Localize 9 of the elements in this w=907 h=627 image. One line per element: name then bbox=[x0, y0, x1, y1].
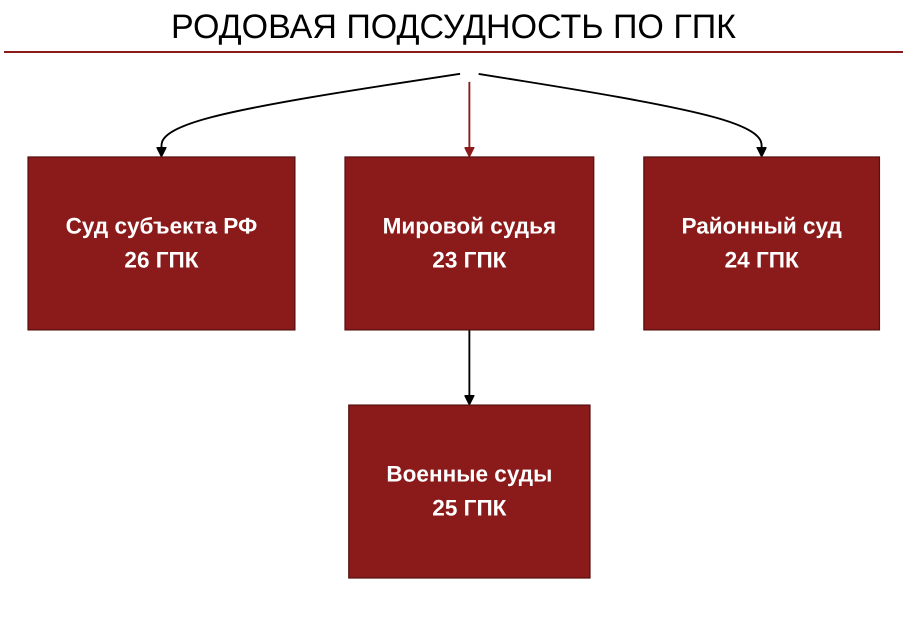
node-box: Военные суды 25 ГПК bbox=[348, 404, 590, 579]
arrow bbox=[464, 330, 475, 406]
arrow bbox=[156, 72, 460, 158]
arrow bbox=[464, 82, 475, 158]
node-box: Мировой судья 23 ГПК bbox=[344, 156, 594, 331]
node-box: Суд субъекта РФ 26 ГПК bbox=[27, 156, 296, 331]
arrow bbox=[478, 72, 767, 158]
node-box: Районный суд 24 ГПК bbox=[643, 156, 880, 331]
title: РОДОВАЯ ПОДСУДНОСТЬ ПО ГПК bbox=[170, 8, 737, 47]
